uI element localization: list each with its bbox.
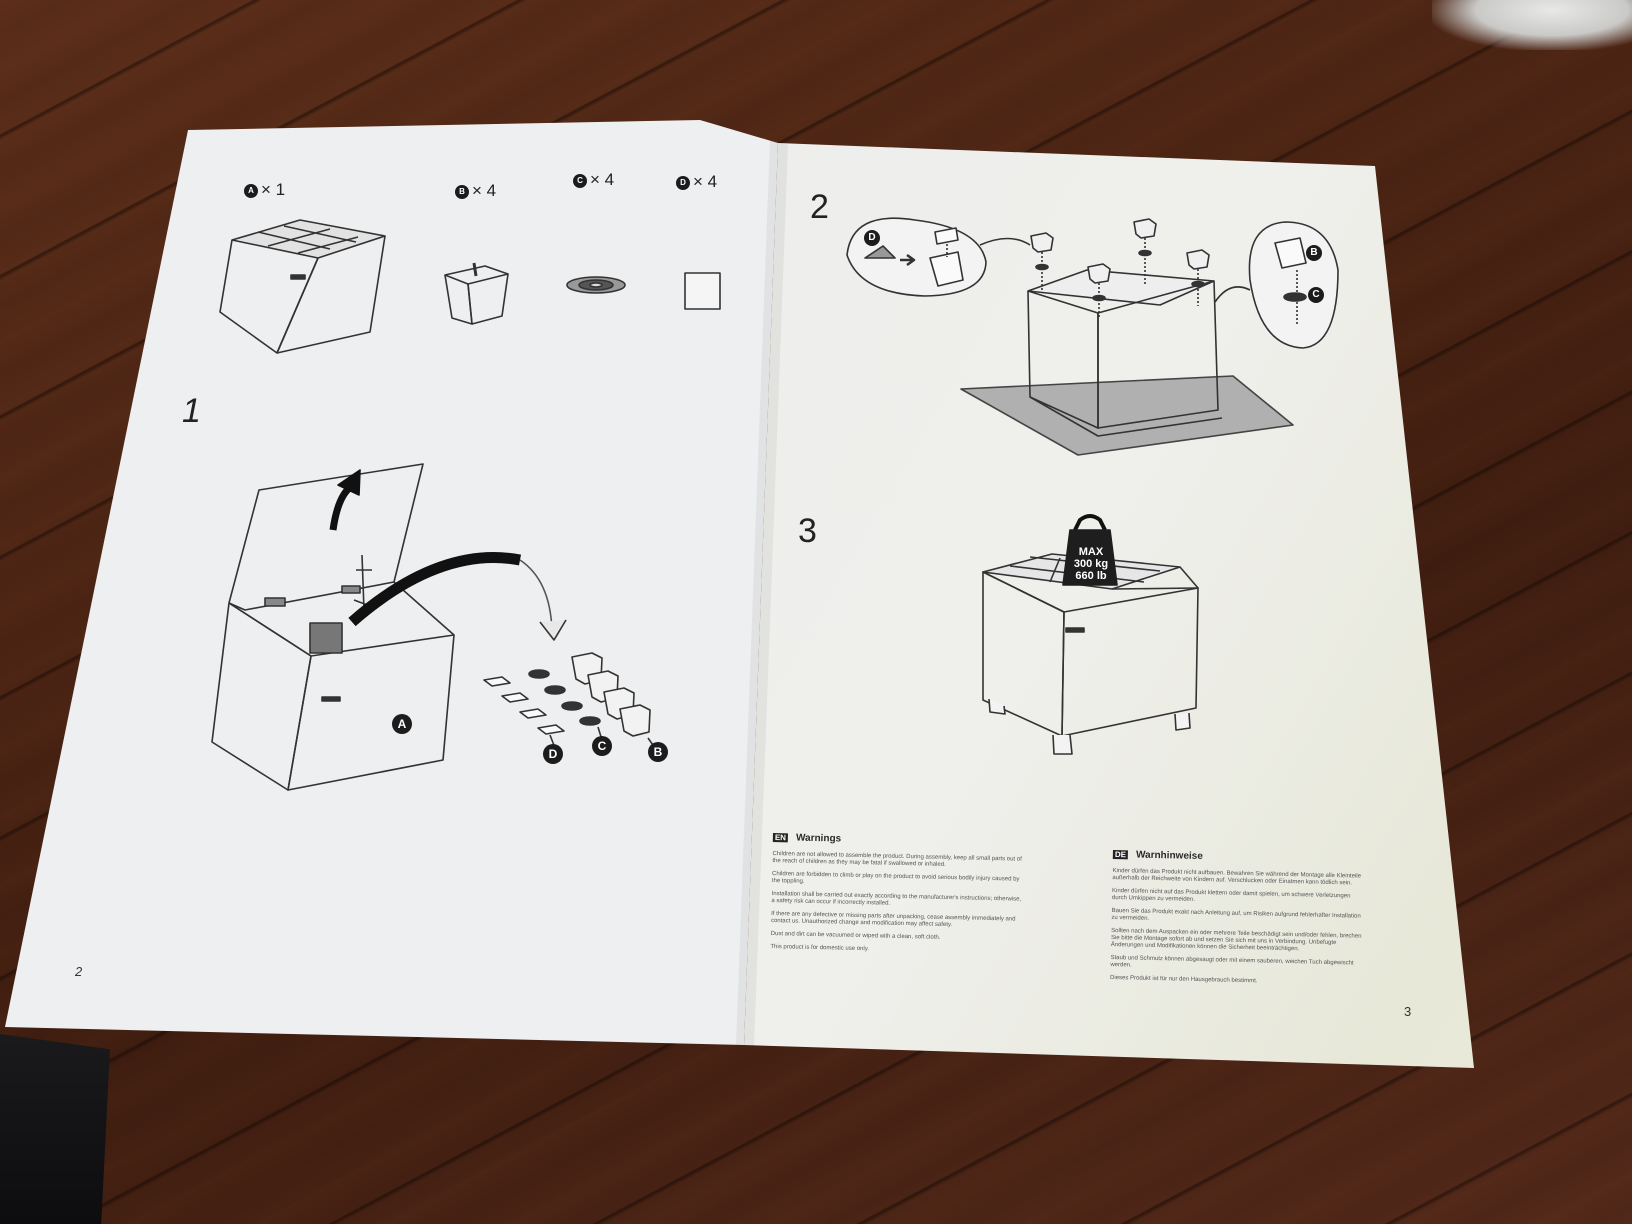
step2-label-b: B (1306, 245, 1322, 261)
part-d-quantity: D× 4 (676, 172, 717, 192)
weight-line-max: MAX (1078, 546, 1104, 558)
step2-drawing (846, 217, 1339, 456)
step3-drawing (982, 514, 1199, 755)
step1-drawing (211, 463, 656, 791)
step1-label-c: C (592, 736, 612, 756)
part-b-quantity: B× 4 (455, 181, 496, 201)
max-weight-label: MAX 300 kg 660 lb (1065, 546, 1117, 582)
part-a-badge: A (244, 183, 258, 198)
part-a-ottoman-drawing (219, 219, 386, 354)
step-2-number: 2 (810, 188, 829, 226)
step1-label-a: A (392, 714, 412, 734)
weight-line-kg: 300 kg (1073, 558, 1109, 570)
step2-label-c: C (1308, 287, 1324, 303)
plastic-wrap (1432, 0, 1632, 50)
part-c-washer-drawing (566, 276, 626, 294)
part-b-leg-drawing (444, 262, 509, 325)
step2-label-d: D (864, 230, 880, 246)
step-1-number: 1 (182, 392, 201, 430)
step-3-number: 3 (798, 512, 817, 550)
part-b-qty-text: × 4 (472, 181, 497, 200)
dark-object-corner (0, 1034, 110, 1224)
part-c-quantity: C× 4 (573, 170, 614, 190)
page-number-right: 3 (1404, 1004, 1412, 1019)
warnings-en-title: Warnings (795, 832, 842, 845)
step1-label-d: D (543, 744, 563, 764)
part-c-qty-text: × 4 (590, 170, 615, 189)
warnings-de-badge: DE (1112, 849, 1129, 860)
part-d-pad-drawing (684, 272, 721, 310)
warnings-de-title: Warnhinweise (1135, 849, 1203, 863)
warnings-en-badge: EN (772, 832, 789, 843)
part-a-quantity: A× 1 (244, 180, 285, 200)
step1-label-b: B (648, 742, 668, 762)
part-a-qty-text: × 1 (261, 180, 286, 199)
part-d-qty-text: × 4 (693, 172, 718, 191)
part-d-badge: D (676, 175, 690, 190)
part-c-badge: C (573, 173, 587, 188)
part-b-badge: B (455, 184, 469, 199)
weight-line-lb: 660 lb (1075, 570, 1107, 582)
page-number-left: 2 (75, 964, 83, 979)
